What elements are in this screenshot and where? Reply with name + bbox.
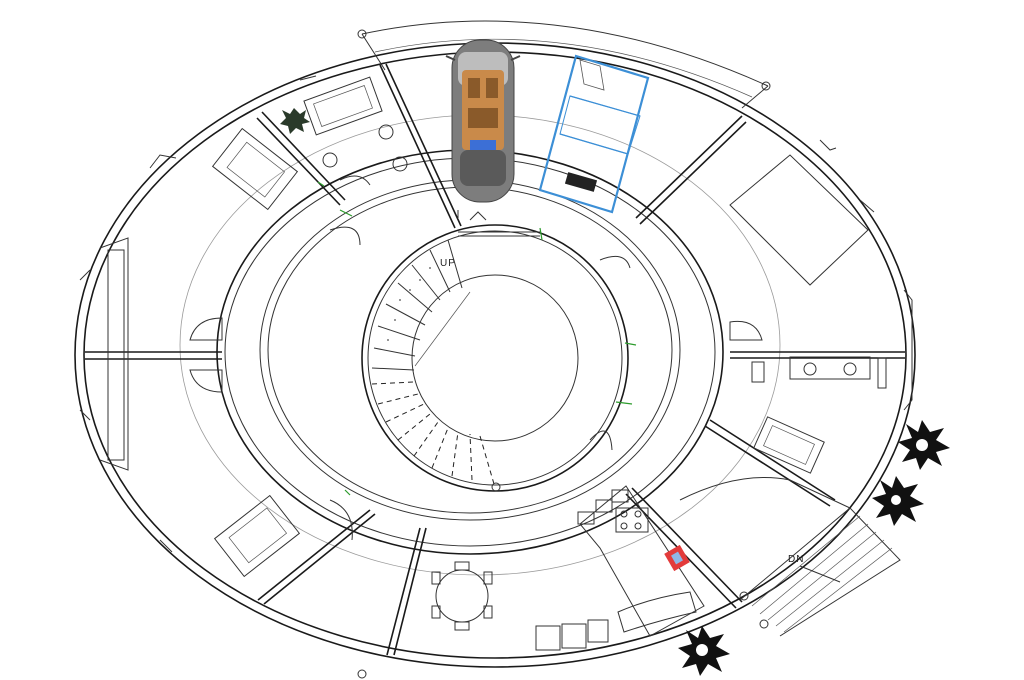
central-core xyxy=(361,224,629,492)
suv-car-icon xyxy=(538,54,650,214)
partition-walls xyxy=(85,63,905,656)
stair-up-label: UP xyxy=(440,258,456,269)
sofa-icon xyxy=(213,494,301,578)
sedan-car-icon xyxy=(445,39,521,203)
sofa-icon xyxy=(535,591,697,651)
kitchen xyxy=(577,485,705,637)
palm-tree-icon xyxy=(678,626,730,676)
garage-door xyxy=(457,210,540,237)
windows xyxy=(79,75,913,553)
sink-icon xyxy=(751,356,887,389)
spiral-stair-up xyxy=(371,239,471,371)
garage-canopy xyxy=(357,20,771,109)
bed-icon xyxy=(729,154,869,286)
door-swings xyxy=(189,175,763,541)
bathroom-top-left xyxy=(303,76,408,172)
spiral-stair-down xyxy=(371,381,501,492)
palm-tree-icon xyxy=(898,420,950,470)
dining-table-icon xyxy=(431,561,493,631)
palm-tree-icon xyxy=(872,476,924,526)
bed-icon xyxy=(211,127,299,211)
bathtub xyxy=(753,416,825,474)
stair-down-label: DN xyxy=(788,554,804,565)
tree-icon xyxy=(280,108,310,134)
exterior-stair-down xyxy=(679,477,901,637)
survey-marker xyxy=(357,669,367,679)
